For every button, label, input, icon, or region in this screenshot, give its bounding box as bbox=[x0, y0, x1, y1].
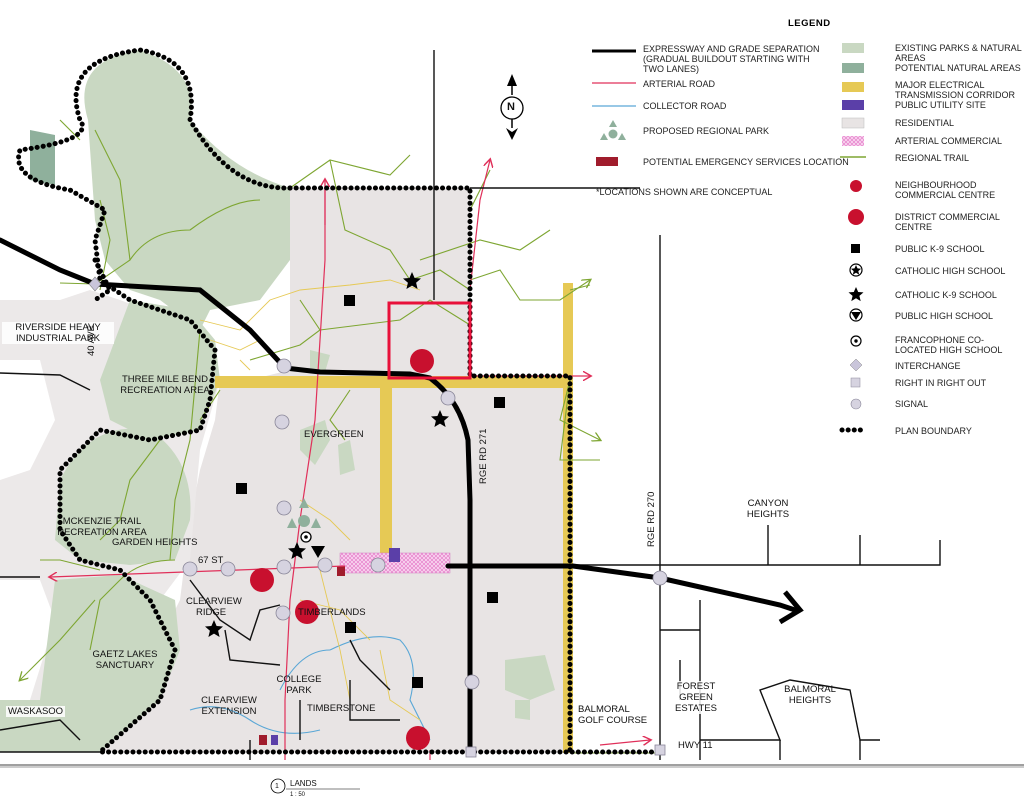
legend-k9-school: PUBLIC K-9 SCHOOL bbox=[895, 244, 985, 254]
legend-district-commercial: DISTRICT COMMERCIAL CENTRE bbox=[895, 212, 1000, 232]
catholic-k9-2 bbox=[431, 410, 449, 427]
district-commercial-1 bbox=[410, 349, 434, 373]
park-gaetz bbox=[40, 575, 180, 752]
public-utility-site bbox=[389, 548, 400, 562]
legend-catholic-k9: CATHOLIC K-9 SCHOOL bbox=[895, 290, 997, 300]
legend-emergency: POTENTIAL EMERGENCY SERVICES LOCATION bbox=[643, 157, 849, 167]
conceptual-note: *LOCATIONS SHOWN ARE CONCEPTUAL bbox=[596, 187, 773, 197]
label-canyon: CANYON HEIGHTS bbox=[746, 498, 790, 520]
legend-potential-natural: POTENTIAL NATURAL AREAS bbox=[895, 63, 1021, 73]
north-arrow bbox=[500, 74, 524, 140]
label-garden: GARDEN HEIGHTS bbox=[112, 537, 198, 548]
residential-area bbox=[100, 188, 570, 752]
label-timberlands: TIMBERLANDS bbox=[298, 607, 366, 618]
label-mckenzie: MCKENZIE TRAIL RECREATION AREA bbox=[57, 516, 147, 538]
public-high bbox=[311, 546, 325, 558]
legend-interchange: INTERCHANGE bbox=[895, 361, 961, 371]
legend-francophone: FRANCOPHONE CO-LOCATED HIGH SCHOOL bbox=[895, 335, 1003, 355]
label-riverside: RIVERSIDE HEAVY INDUSTRIAL PARK bbox=[2, 322, 114, 344]
legend-public-high: PUBLIC HIGH SCHOOL bbox=[895, 311, 994, 321]
label-40-ave: 40 AVE bbox=[86, 325, 97, 356]
label-67-st: 67 ST bbox=[198, 555, 224, 566]
label-clearview-ridge: CLEARVIEW RIDGE bbox=[186, 596, 242, 618]
label-college-park: COLLEGE PARK bbox=[276, 674, 322, 696]
legend-arterial: ARTERIAL ROAD bbox=[643, 79, 716, 89]
label-balmoral-heights: BALMORAL HEIGHTS bbox=[784, 684, 836, 706]
legend-symbols bbox=[592, 43, 869, 433]
label-hwy-11: HWY 11 bbox=[678, 740, 713, 751]
emergency-site-2 bbox=[259, 735, 267, 745]
title-block-circle bbox=[270, 778, 286, 794]
legend-utility: PUBLIC UTILITY SITE bbox=[895, 100, 986, 110]
title-block-title: LANDS bbox=[290, 779, 317, 788]
legend-title: LEGEND bbox=[788, 18, 831, 29]
legend-arterial-commercial: ARTERIAL COMMERCIAL bbox=[895, 136, 1003, 146]
label-rge-270: RGE RD 270 bbox=[646, 491, 657, 547]
catholic-high bbox=[288, 542, 306, 559]
legend-plan-boundary: PLAN BOUNDARY bbox=[895, 426, 972, 436]
label-clearview-ext: CLEARVIEW EXTENSION bbox=[201, 695, 257, 717]
district-commercial-4 bbox=[406, 726, 430, 750]
emergency-site-1 bbox=[337, 566, 345, 576]
legend-parks: EXISTING PARKS & NATURAL AREAS bbox=[895, 43, 1022, 63]
label-three-mile: THREE MILE BEND RECREATION AREA bbox=[120, 374, 210, 396]
legend-electrical: MAJOR ELECTRICAL TRANSMISSION CORRIDOR bbox=[895, 80, 1016, 100]
legend-signal: SIGNAL bbox=[895, 399, 929, 409]
expressway-arrow bbox=[778, 590, 804, 625]
park-north bbox=[84, 50, 291, 330]
legend-right-in-out: RIGHT IN RIGHT OUT bbox=[895, 378, 987, 388]
label-evergreen: EVERGREEN bbox=[304, 429, 364, 440]
highlight-box bbox=[387, 301, 472, 380]
catholic-k9-3 bbox=[205, 620, 223, 637]
label-timberstone: TIMBERSTONE bbox=[307, 703, 376, 714]
label-forest-green: FOREST GREEN ESTATES bbox=[664, 681, 728, 714]
label-rge-271: RGE RD 271 bbox=[478, 428, 489, 484]
label-balmoral-golf: BALMORAL GOLF COURSE bbox=[576, 704, 656, 726]
label-gaetz: GAETZ LAKES SANCTUARY bbox=[92, 649, 158, 671]
district-commercial-2 bbox=[250, 568, 274, 592]
park-three-mile bbox=[100, 300, 220, 440]
legend-regional-park: PROPOSED REGIONAL PARK bbox=[643, 126, 770, 136]
legend-residential: RESIDENTIAL bbox=[895, 118, 955, 128]
legend-catholic-high: CATHOLIC HIGH SCHOOL bbox=[895, 266, 1006, 276]
label-waskasoo: WASKASOO bbox=[6, 706, 66, 717]
utility-site-2 bbox=[271, 735, 278, 745]
legend-regional-trail: REGIONAL TRAIL bbox=[895, 153, 970, 163]
legend-neighbourhood-commercial: NEIGHBOURHOOD COMMERCIAL CENTRE bbox=[895, 180, 996, 200]
north-label: N bbox=[507, 101, 515, 113]
title-block-number: 1 bbox=[275, 783, 279, 790]
park-mckenzie bbox=[55, 428, 191, 565]
legend-expressway: EXPRESSWAY AND GRADE SEPARATION (GRADUAL… bbox=[643, 44, 820, 74]
title-block-scale: 1 : 50 bbox=[290, 792, 306, 798]
legend-collector: COLLECTOR ROAD bbox=[643, 101, 727, 111]
catholic-k9-1 bbox=[403, 272, 421, 289]
district-commercial-3 bbox=[295, 600, 319, 624]
